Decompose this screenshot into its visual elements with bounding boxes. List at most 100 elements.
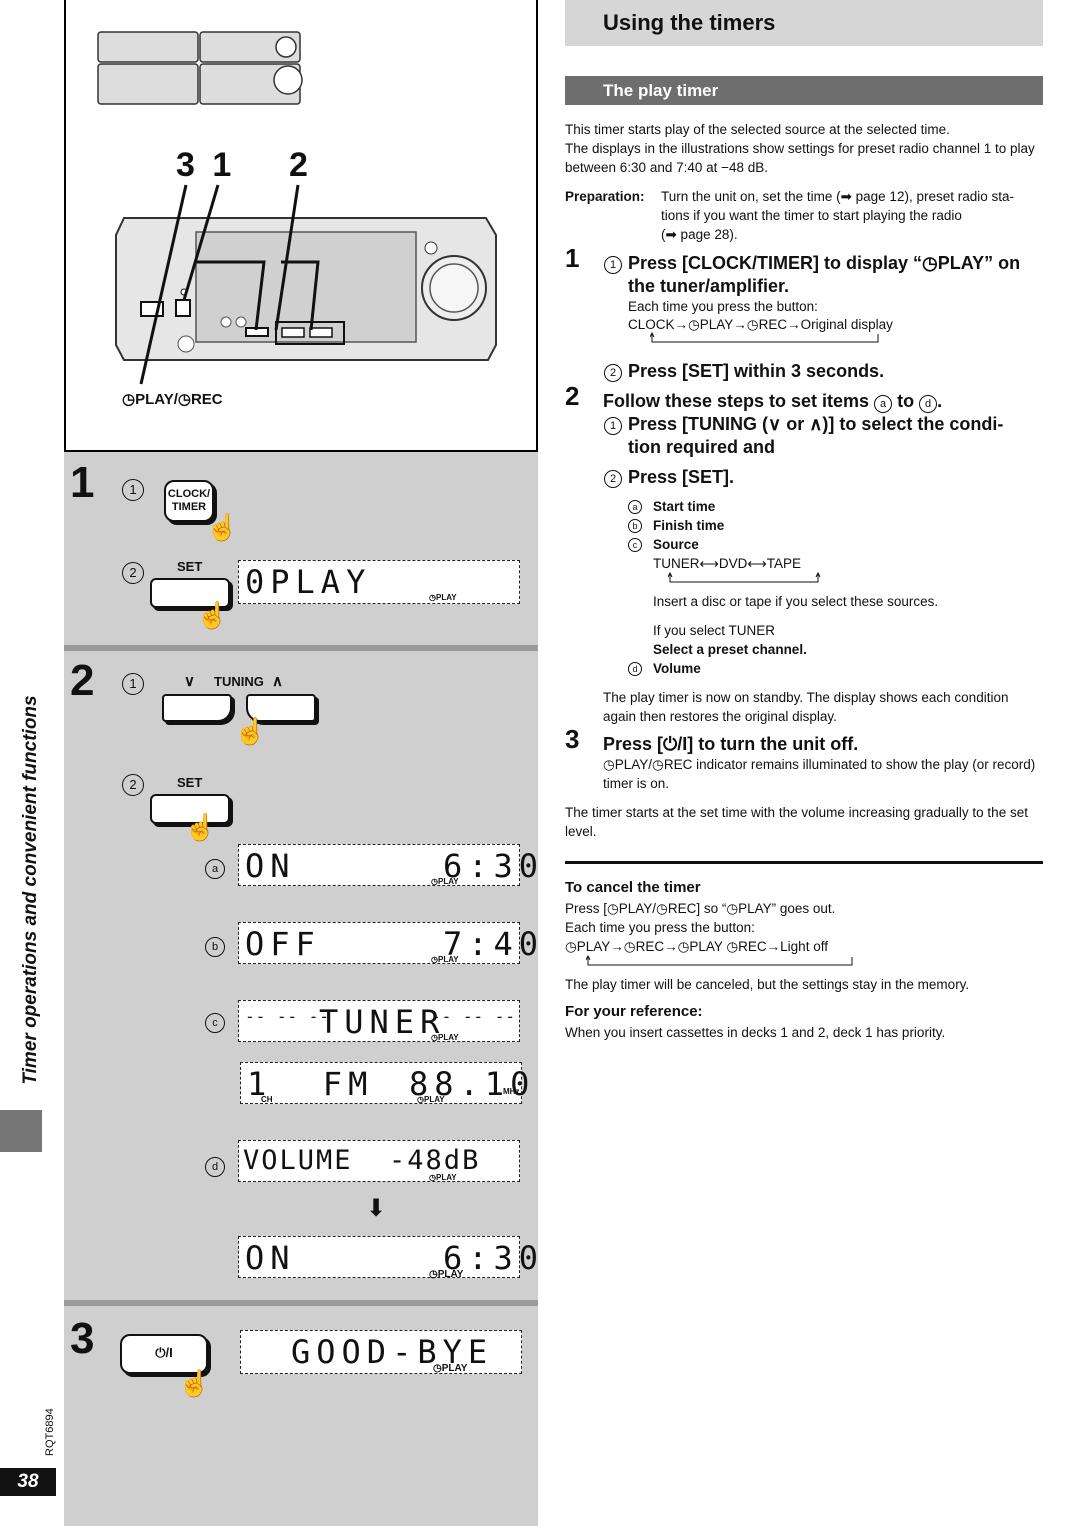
step1-note: Each time you press the button: <box>628 299 818 314</box>
timer-start-note: The timer starts at the set time with th… <box>565 805 1028 839</box>
lcd-frequency-text: 88.10 <box>409 1065 536 1103</box>
cancel-sequence: ◷PLAY→◷REC→◷PLAY ◷REC→Light off <box>565 939 828 954</box>
step-3-number: 3 <box>565 724 580 754</box>
item-mark-a: a <box>628 500 642 514</box>
stereo-unit-illustration <box>97 31 497 385</box>
step1-instruction-line2: the tuner/amplifier. <box>628 276 790 296</box>
section-bar: The play timer <box>565 76 1043 105</box>
left-step-2-number: 2 <box>70 656 95 705</box>
source-return-arrow <box>668 572 821 583</box>
step-separator <box>64 1300 538 1306</box>
mhz-indicator: MHz <box>503 1087 520 1096</box>
step2-circ2: 2 <box>604 470 622 488</box>
preparation-line-3: (➡ page 28). <box>661 227 738 242</box>
preparation-label: Preparation: <box>565 189 645 204</box>
doc-code: RQT6894 <box>44 1408 56 1456</box>
item-mark-c: c <box>628 538 642 552</box>
pressing-hand-icon: ☝ <box>178 1368 211 1398</box>
play-indicator: ◷PLAY <box>417 1095 445 1104</box>
play-indicator: ◷PLAY <box>429 593 457 602</box>
step2-mark-d: d <box>919 395 938 413</box>
tuning-up-button[interactable] <box>246 694 316 722</box>
mark-d: d <box>205 1157 225 1177</box>
tuning-down-button[interactable] <box>162 694 232 722</box>
mark-c: c <box>205 1013 225 1033</box>
play-indicator: ◷PLAY <box>433 1363 468 1374</box>
lcd-volume: VOLUME -48dB ◷PLAY <box>238 1140 520 1182</box>
step1-instruction-line1: Press [CLOCK/TIMER] to display “◷PLAY” o… <box>628 253 1021 273</box>
tuning-label: TUNING <box>214 674 264 689</box>
pressing-hand-icon: ☝ <box>196 600 229 630</box>
sequence-return-arrow <box>650 332 879 343</box>
power-button[interactable]: ⏻/I <box>120 1334 208 1374</box>
step2-heading-to: to <box>897 391 915 411</box>
arrow-down-icon: ⬇ <box>366 1195 387 1222</box>
pressing-hand-icon: ☝ <box>206 512 239 542</box>
play-indicator: ◷PLAY <box>429 1269 464 1280</box>
step-1-number: 1 <box>565 243 580 273</box>
lcd-fm-channel: 1 FM 88.10 MHz CH ◷PLAY <box>240 1062 529 1104</box>
lcd-dashes-right: -- -- -- <box>431 1007 517 1026</box>
playrec-label: ◷PLAY/◷REC <box>122 391 223 408</box>
step2-circ1: 1 <box>604 417 622 435</box>
step2-instruction-line1: Press [TUNING (∨ or ∧)] to select the co… <box>628 414 1004 434</box>
left-step-3-number: 3 <box>70 1314 95 1363</box>
mark-a: a <box>205 859 225 879</box>
lcd-start-time: ON 6:30 ◷PLAY <box>238 844 538 886</box>
insert-note: Insert a disc or tape if you select thes… <box>653 594 939 609</box>
lcd-final-time-text: 6:30 <box>443 1239 545 1277</box>
clock-label: CLOCK/ <box>167 488 211 500</box>
step-2-number: 2 <box>565 381 580 411</box>
if-tuner-note: If you select TUNER <box>653 623 776 638</box>
callout-numbers: 3 1 2 <box>176 146 312 184</box>
reference-heading: For your reference: <box>565 1003 703 1020</box>
step-separator <box>64 645 538 651</box>
clock-timer-button[interactable]: CLOCK/ TIMER <box>164 480 214 522</box>
cancel-return-arrow <box>586 955 853 966</box>
step1-sub2: Press [SET] within 3 seconds. <box>628 361 885 381</box>
cancel-line-2: Each time you press the button: <box>565 920 755 935</box>
cancel-footer: The play timer will be canceled, but the… <box>565 977 970 992</box>
lcd-tuner-text: TUNER <box>319 1003 446 1041</box>
lcd-dashes-left: -- -- -- <box>245 1007 331 1026</box>
set-button[interactable] <box>150 794 230 824</box>
side-tab-marker <box>0 1110 42 1152</box>
step2-heading-text: Follow these steps to set items <box>603 391 870 411</box>
lcd-on-text: ON <box>245 847 296 885</box>
item-mark-b: b <box>628 519 642 533</box>
standby-note: The play timer is now on standby. The di… <box>603 690 1009 724</box>
select-preset-note: Select a preset channel. <box>653 642 807 657</box>
step1-circ1: 1 <box>604 256 622 274</box>
left-step1-circ1: 1 <box>122 479 144 501</box>
lcd-final-on-text: ON <box>245 1239 296 1277</box>
item-mark-d: d <box>628 662 642 676</box>
step3-heading: Press [⏻/I] to turn the unit off. <box>603 734 859 754</box>
unit-diagram-panel: 3 1 2 ◷PLAY/◷REC <box>64 0 538 452</box>
play-indicator: ◷PLAY <box>431 877 459 886</box>
cancel-heading: To cancel the timer <box>565 879 701 896</box>
set-label: SET <box>177 775 203 790</box>
title-bar: Using the timers <box>565 0 1043 46</box>
set-label: SET <box>177 559 203 574</box>
mark-b: b <box>205 937 225 957</box>
page-title: Using the timers <box>603 10 776 35</box>
step1-sequence: CLOCK→◷PLAY→◷REC→Original display <box>628 317 893 332</box>
step2-instruction-line2: tion required and <box>628 437 776 457</box>
page-number: 38 <box>0 1468 56 1496</box>
source-cycle: TUNER⟷DVD⟷TAPE <box>653 556 801 571</box>
lcd-goodbye: GOOD-BYE ◷PLAY <box>240 1330 522 1374</box>
left-step2-circ1: 1 <box>122 673 144 695</box>
lcd-source: -- -- -- TUNER -- -- -- ◷PLAY <box>238 1000 520 1042</box>
step3-note: ◷PLAY/◷REC indicator remains illuminated… <box>603 757 1036 791</box>
set-button[interactable] <box>150 578 230 608</box>
lcd-play-text: 0PLAY <box>245 563 372 601</box>
timer-label: TIMER <box>171 501 207 513</box>
ch-indicator: CH <box>261 1095 273 1104</box>
pressing-hand-icon: ☝ <box>184 812 217 842</box>
power-label: ⏻/I <box>155 1345 173 1360</box>
lcd-off-text: OFF <box>245 925 321 963</box>
step2-sub2: Press [SET]. <box>628 467 735 487</box>
section-title: The play timer <box>603 81 719 100</box>
item-finish-time: Finish time <box>653 518 725 533</box>
lcd-volume-text: VOLUME -48dB <box>243 1145 481 1176</box>
